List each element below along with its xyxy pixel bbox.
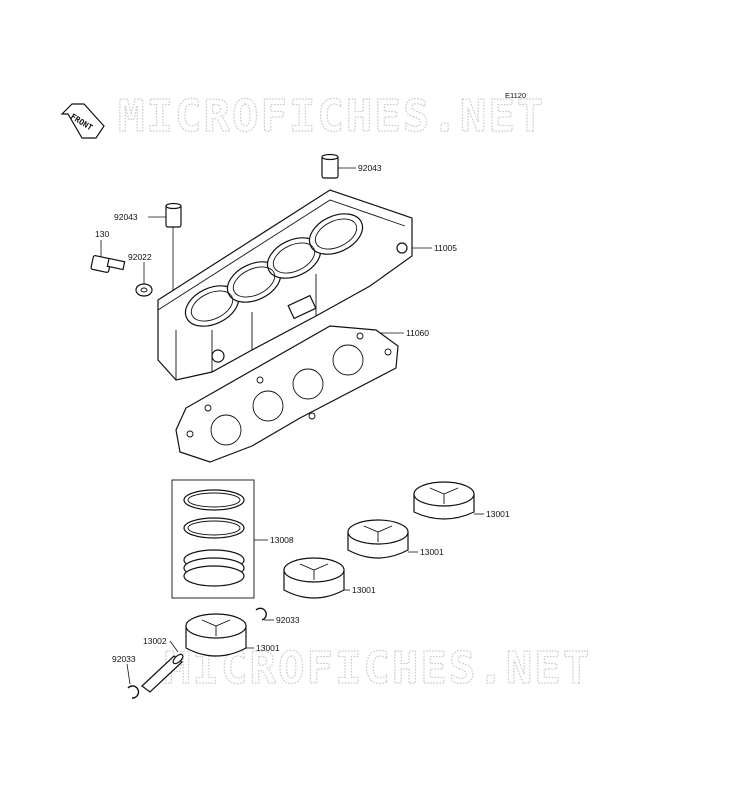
piston-4[interactable] [413,481,484,520]
part-label-piston-pin: 13002 [143,636,167,646]
piston-1[interactable] [185,613,254,657]
diagram-code: E1120 [505,91,526,100]
part-label-cylinder-block: 11005 [434,243,457,253]
part-label-snap-ring-left: 92033 [112,654,136,664]
piston-3[interactable] [347,519,418,559]
part-label-piston-1: 13001 [256,643,280,653]
part-label-bolt: 130 [95,229,109,239]
dowel-pin-left[interactable] [148,202,182,303]
bolt[interactable] [90,240,126,273]
piston-pin[interactable] [141,640,184,693]
snap-ring-right[interactable] [255,607,274,621]
watermark-top: MICROFICHES.NET [118,91,545,142]
part-label-piston-4: 13001 [486,509,510,519]
cylinder-block[interactable] [157,189,432,381]
part-label-snap-ring-right: 92033 [276,615,300,625]
washer[interactable] [135,262,153,297]
part-label-washer: 92022 [128,252,152,262]
part-label-dowel-top: 92043 [358,163,382,173]
snap-ring-left[interactable] [126,663,140,699]
part-label-piston-2: 13001 [352,585,376,595]
part-label-piston-ring-set: 13008 [270,535,294,545]
part-label-dowel-left: 92043 [114,212,138,222]
base-gasket[interactable] [175,325,404,463]
front-arrow-icon: FRONT [60,103,105,139]
piston-2[interactable] [283,557,350,599]
part-label-piston-3: 13001 [420,547,444,557]
piston-ring-set[interactable] [171,479,268,599]
dowel-pin-top[interactable] [321,153,356,179]
part-label-base-gasket: 11060 [406,328,429,338]
